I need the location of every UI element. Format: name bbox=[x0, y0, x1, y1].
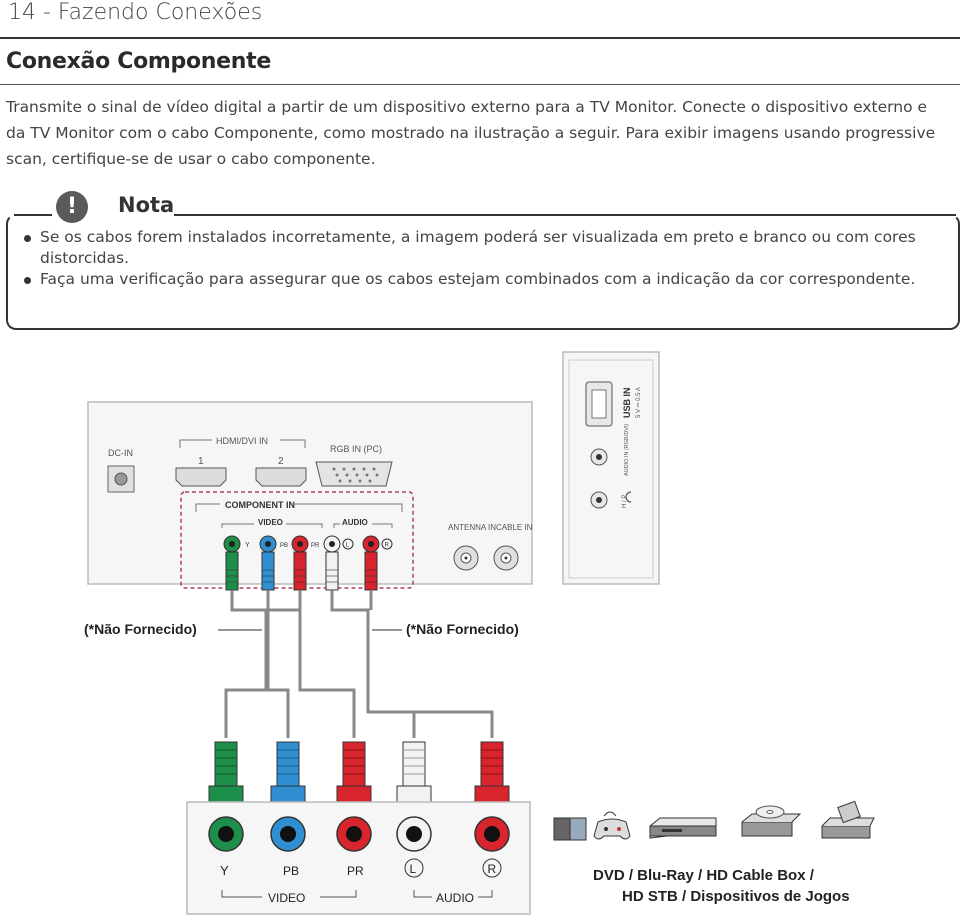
note-item: Faça uma verificação para assegurar que … bbox=[22, 269, 942, 290]
page-header: 14 - Fazendo Conexões bbox=[8, 0, 263, 25]
component-in-label: COMPONENT IN bbox=[225, 500, 295, 510]
usb-in-label: USB IN bbox=[622, 387, 632, 418]
note-item: Se os cabos forem instalados incorretame… bbox=[22, 227, 942, 269]
hdmi-label: HDMI/DVI IN bbox=[216, 436, 268, 446]
dvd-player-icon bbox=[741, 805, 802, 837]
gamepad-icon bbox=[593, 811, 631, 840]
note-title: Nota bbox=[118, 193, 175, 217]
game-console-icon bbox=[553, 817, 587, 841]
tv-l-label: L bbox=[346, 543, 350, 549]
device-r-label: R bbox=[488, 862, 497, 876]
connection-diagram: DC-IN HDMI/DVI IN 1 2 RGB IN (PC) COMPON… bbox=[84, 351, 875, 915]
device-video-label: VIDEO bbox=[268, 891, 305, 905]
section-rule bbox=[0, 84, 960, 85]
device-audio-label: AUDIO bbox=[436, 891, 474, 905]
tv-pb-label: PB bbox=[280, 543, 288, 549]
header-rule bbox=[0, 37, 960, 39]
cable-label-left: (*Não Fornecido) bbox=[84, 621, 197, 637]
tv-r-label: R bbox=[385, 543, 390, 549]
note-top-line-left bbox=[14, 214, 52, 216]
bluray-player-icon bbox=[821, 800, 875, 839]
hdmi-1-label: 1 bbox=[198, 456, 204, 467]
tv-plug-white bbox=[325, 551, 339, 591]
headphone-icon bbox=[625, 491, 632, 503]
hdmi-1-port[interactable] bbox=[175, 467, 227, 487]
audio-in-rgb-label: AUDIO IN (RGB/DVI) bbox=[624, 424, 630, 476]
note-top-line bbox=[174, 214, 956, 216]
tv-pr-label: PR bbox=[311, 543, 320, 549]
devices-caption-line2: HD STB / Dispositivos de Jogos bbox=[622, 888, 850, 905]
component-video-label: VIDEO bbox=[258, 518, 283, 527]
tv-plug-red bbox=[293, 551, 307, 591]
hdmi-2-label: 2 bbox=[278, 456, 284, 467]
note-list: Se os cabos forem instalados incorretame… bbox=[22, 227, 942, 290]
usb-spec-label: 5 V ⎓ 0.5 A bbox=[636, 387, 642, 418]
antenna-in-label: ANTENNA IN bbox=[448, 523, 496, 532]
tv-plug-blue bbox=[261, 551, 275, 591]
rgb-port[interactable] bbox=[315, 461, 393, 487]
device-pr-label: PR bbox=[347, 864, 364, 878]
hdmi-2-port[interactable] bbox=[255, 467, 307, 487]
component-audio-label: AUDIO bbox=[342, 518, 368, 527]
hp-label: H / P bbox=[622, 495, 628, 508]
cable-in-label: CABLE IN bbox=[496, 523, 533, 532]
section-title: Conexão Componente bbox=[6, 49, 271, 74]
cable-label-right: (*Não Fornecido) bbox=[406, 621, 519, 637]
warning-icon: ! bbox=[56, 191, 88, 223]
device-pb-label: PB bbox=[283, 864, 299, 878]
device-l-label: L bbox=[410, 862, 417, 876]
tv-plug-green bbox=[225, 551, 239, 591]
devices-caption-line1: DVD / Blu-Ray / HD Cable Box / bbox=[593, 867, 815, 884]
dc-in-label: DC-IN bbox=[108, 448, 133, 458]
cable-wires bbox=[224, 590, 494, 738]
settop-box-icon bbox=[649, 817, 717, 839]
tv-plug-red-audio bbox=[364, 551, 378, 591]
device-y-label: Y bbox=[220, 863, 229, 878]
tv-y-label: Y bbox=[245, 542, 250, 549]
rgb-label: RGB IN (PC) bbox=[330, 444, 382, 454]
intro-paragraph: Transmite o sinal de vídeo digital a par… bbox=[6, 98, 936, 168]
